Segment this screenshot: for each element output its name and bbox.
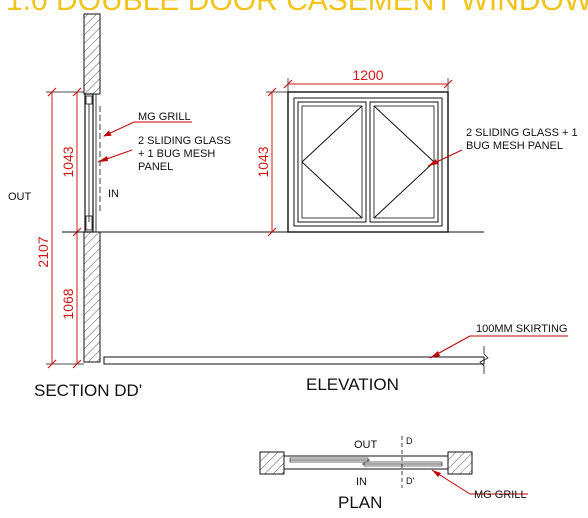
elev-dim-height-label: 1043 — [255, 146, 271, 177]
leader-glass-arrow — [98, 156, 108, 162]
elev-tick-b — [267, 227, 277, 237]
elevation-left-leaf — [297, 101, 367, 223]
dim-total-label: 2107 — [35, 236, 51, 267]
dim-tick-2 — [47, 359, 57, 369]
plan-in-label: IN — [356, 476, 367, 488]
elevation-view: 1200 1043 2 SLIDING GLASS + 1 BUG MESH P… — [103, 67, 578, 394]
plan-leader-grill-arrow — [432, 470, 441, 477]
elevation-left-hinge-mark — [301, 105, 363, 219]
dim-window-label: 1043 — [60, 146, 76, 177]
elev-dim-width-label: 1200 — [352, 67, 383, 83]
dim-sill-label: 1068 — [60, 288, 76, 319]
plan-out-label: OUT — [354, 439, 378, 451]
elev-tick-t — [267, 87, 277, 97]
elev-tick-l — [283, 79, 293, 89]
plan-sash-left — [289, 457, 369, 463]
skirting-break — [479, 346, 489, 374]
section-view: 2107 1043 1068 OUT IN MG GRILL 2 SLIDING… — [8, 13, 231, 400]
elev-annotation-glass-1: 2 SLIDING GLASS + 1 — [466, 127, 578, 139]
plan-sash-right — [363, 461, 443, 467]
elevation-outer-frame — [287, 91, 449, 233]
section-wall-lower — [83, 231, 101, 363]
leader-grill — [103, 121, 135, 137]
plan-frame — [283, 455, 449, 470]
elevation-right-leaf — [369, 101, 439, 223]
plan-view: D D' OUT IN MG GRILL PLAN — [259, 436, 528, 512]
elevation-right-glass — [373, 105, 435, 219]
elevation-inner-frame — [293, 97, 443, 227]
elevation-left-glass — [301, 105, 363, 219]
section-head-block — [85, 95, 93, 105]
elev-leader-glass-arrow — [428, 159, 438, 166]
plan-wall-left — [259, 451, 285, 475]
skirting-leader-arrow — [430, 351, 440, 358]
elevation-right-hinge-mark — [373, 105, 435, 219]
dim-tick-5 — [72, 359, 82, 369]
annotation-glass-1: 2 SLIDING GLASS — [138, 135, 231, 147]
section-wall-upper — [83, 13, 101, 95]
dim-tick-3 — [72, 87, 82, 97]
drawing-title: 1.0 DOUBLE DOOR CASEMENT WINDOW — [6, 0, 588, 17]
plan-cut-top: D — [406, 436, 413, 446]
plan-cut-bottom: D' — [406, 476, 414, 486]
elev-annotation-glass-2: BUG MESH PANEL — [466, 140, 563, 152]
annotation-glass-2: + 1 BUG MESH — [138, 148, 215, 160]
elevation-title: ELEVATION — [306, 375, 399, 394]
plan-annotation-grill: MG GRILL — [474, 489, 527, 501]
annotation-mg-grill: MG GRILL — [138, 111, 191, 123]
annotation-skirting: 100MM SKIRTING — [476, 323, 568, 335]
section-in-label: IN — [108, 188, 119, 200]
section-sill-block — [85, 215, 93, 231]
elev-tick-r — [443, 79, 453, 89]
dim-tick-1 — [47, 87, 57, 97]
plan-title: PLAN — [338, 493, 382, 512]
annotation-glass-3: PANEL — [138, 161, 173, 173]
plan-wall-right — [447, 451, 473, 475]
section-title: SECTION DD' — [34, 381, 142, 400]
skirting — [103, 356, 485, 365]
section-out-label: OUT — [8, 191, 32, 203]
